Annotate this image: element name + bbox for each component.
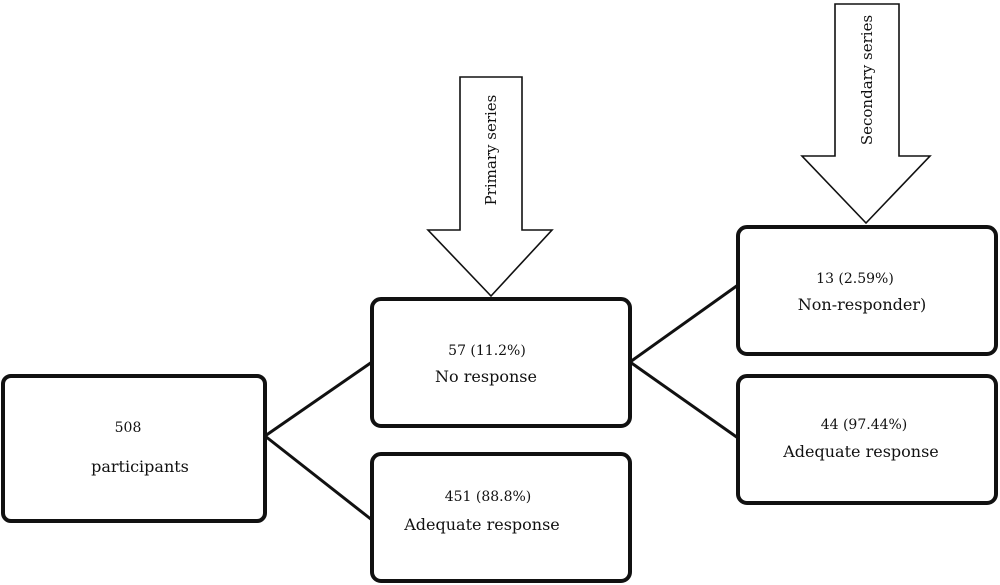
secondary-adequate-box: 44 (97.44%) Adequate response (736, 374, 998, 505)
primary-series-label: Primary series (482, 95, 500, 206)
non-responder-label: Non-responder) (798, 295, 926, 314)
secondary-adequate-count: 44 (97.44%) (821, 417, 908, 433)
connector-root-to-adequate (264, 434, 373, 522)
no-response-box: 57 (11.2%) No response (370, 297, 632, 428)
connector-no-response-to-non-responder (629, 283, 739, 364)
primary-adequate-box: 451 (88.8%) Adequate response (370, 452, 632, 583)
no-response-label: No response (435, 367, 537, 386)
secondary-series-label: Secondary series (858, 15, 876, 145)
non-responder-count: 13 (2.59%) (816, 271, 894, 287)
primary-series-arrow-icon: Primary series (426, 76, 554, 298)
primary-adequate-label: Adequate response (403, 515, 560, 534)
participants-count: 508 (115, 420, 142, 436)
connector-no-response-to-adequate (629, 360, 739, 440)
non-responder-box: 13 (2.59%) Non-responder) (736, 225, 998, 356)
primary-adequate-count: 451 (88.8%) (445, 489, 532, 505)
secondary-series-arrow-icon: Secondary series (800, 3, 932, 225)
connector-root-to-no-response (264, 360, 373, 438)
no-response-count: 57 (11.2%) (448, 343, 526, 359)
secondary-adequate-label: Adequate response (782, 442, 939, 461)
participants-label: participants (91, 457, 189, 476)
participants-box: 508 participants (1, 374, 267, 523)
